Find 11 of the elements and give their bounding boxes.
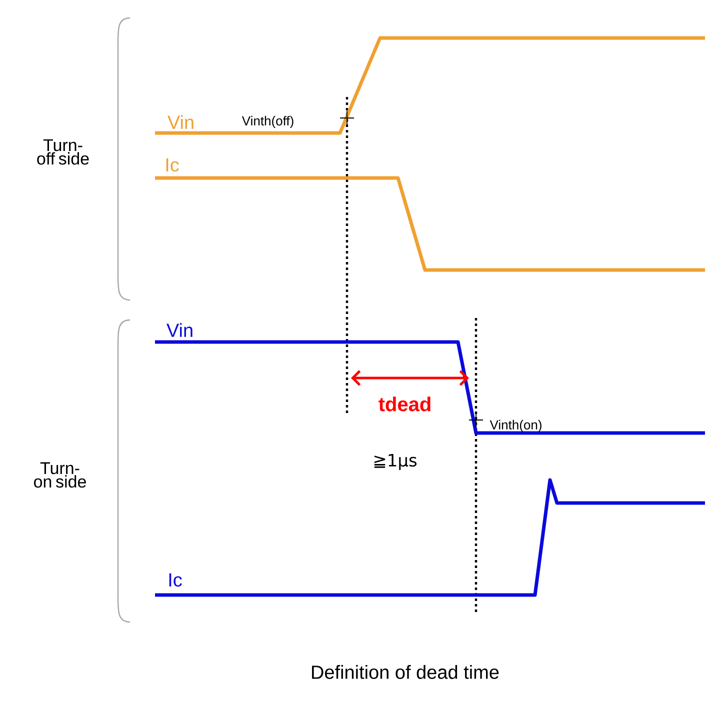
signal-label: Ic: [166, 158, 179, 172]
threshold-label: Vinth(on): [490, 420, 542, 432]
threshold-label: Vinth(off): [242, 116, 294, 128]
duration-label: ≧1μs: [374, 454, 417, 470]
signal-label: Vin: [166, 323, 192, 337]
side-label: Turn-off side: [37, 139, 89, 165]
caption: Definition of dead time: [312, 665, 499, 679]
side-label: Turn-on side: [34, 462, 86, 488]
signal-label: Vin: [168, 115, 194, 129]
time-label: tdead: [378, 396, 430, 412]
signal-label: Ic: [169, 573, 182, 587]
